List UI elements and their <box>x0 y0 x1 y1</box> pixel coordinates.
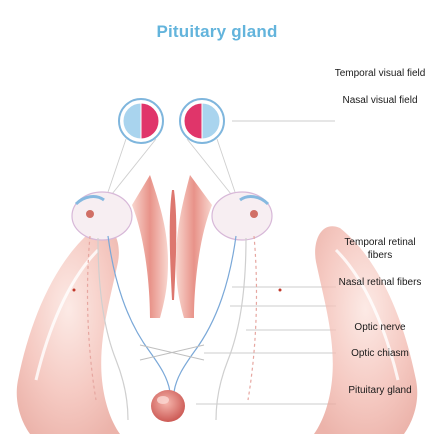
left-visual-field <box>119 99 163 143</box>
label-nasal-retinal-fibers: Nasal retinal fibers <box>332 276 428 289</box>
optic-chiasm <box>140 345 204 360</box>
pituitary-gland-shape <box>151 390 185 422</box>
left-eye <box>72 192 132 240</box>
central-structure <box>132 175 212 318</box>
right-eye <box>212 192 272 240</box>
label-temporal-retinal-fibers: Temporal retinal fibers <box>332 236 428 262</box>
label-optic-nerve: Optic nerve <box>332 321 428 334</box>
label-pituitary-gland: Pituitary gland <box>332 384 428 397</box>
label-optic-chiasm: Optic chiasm <box>332 347 428 360</box>
label-temporal-visual-field: Temporal visual field <box>332 67 428 80</box>
label-nasal-visual-field: Nasal visual field <box>332 94 428 107</box>
leader-lines <box>196 121 336 404</box>
right-visual-field <box>180 99 224 143</box>
